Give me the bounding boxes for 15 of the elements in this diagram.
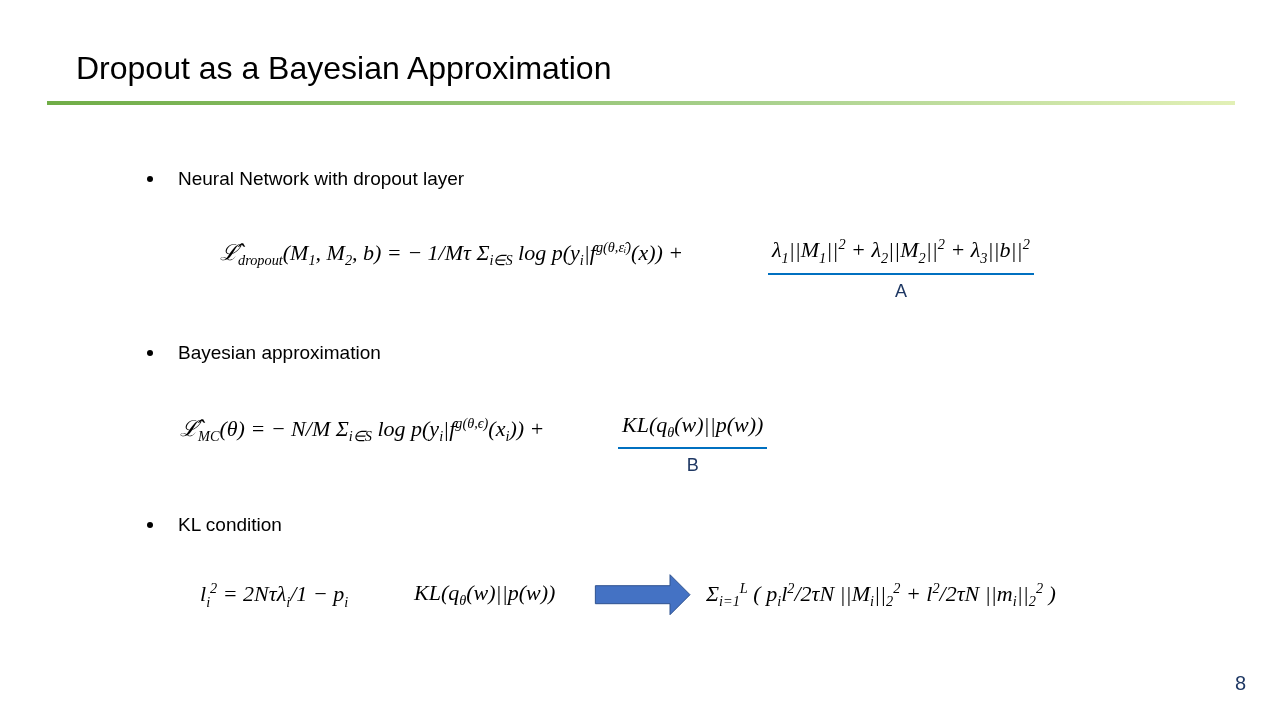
- term-letter: A: [894, 280, 907, 302]
- formula: ℒ̂$_{MC}$(θ) = − N/M Σ$_{i∈S}$ log p(y$_{i}$|f$^{g(θ,ϵ)}$(x$_{i}$)) +: [180, 413, 545, 446]
- formula: KL(q$_{θ}$(w)||p(w)): [412, 576, 596, 614]
- formula: ℒ̂$_{dropout}$(M$_{1}$, M$_{2}$, b) = − 1/Mτ Σ$_{i∈S}$ log p(y$_{i}$|f$^{g(θ,ε̂ᵢ)}$(x)) +: [220, 237, 684, 270]
- term-letter: B: [686, 455, 699, 477]
- formula: KL(q$_{θ}$(w)||p(w)): [621, 412, 765, 443]
- bullet-text: KL condition: [178, 514, 282, 536]
- block-arrow: [594, 574, 691, 616]
- page-number: 8: [1234, 672, 1246, 695]
- bullet-text: Bayesian approximation: [178, 342, 381, 364]
- bullet-text: Neural Network with dropout layer: [178, 168, 465, 190]
- formula: l$_{i}$$^{2}$ = 2Nτλ$_{i}$/1 − p$_{i}$: [200, 580, 349, 611]
- formula: λ$_{1}$||M$_{1}$||$^{2}$ + λ$_{2}$||M$_{2}$||$^{2}$ + λ$_{3}$||b||$^{2}$: [770, 236, 1031, 268]
- formula: Σ$_{i=1}$$^{L}$ ( p$_{i}$l$^{2}$/2τN ||M$_{i}$||$_{2}$$^{2}$ + l$^{2}$/2τN ||m$_{i}$||$_{2}$$^{2}$ ): [690, 576, 1058, 615]
- slide-title: Dropout as a Bayesian Approximation: [76, 50, 612, 87]
